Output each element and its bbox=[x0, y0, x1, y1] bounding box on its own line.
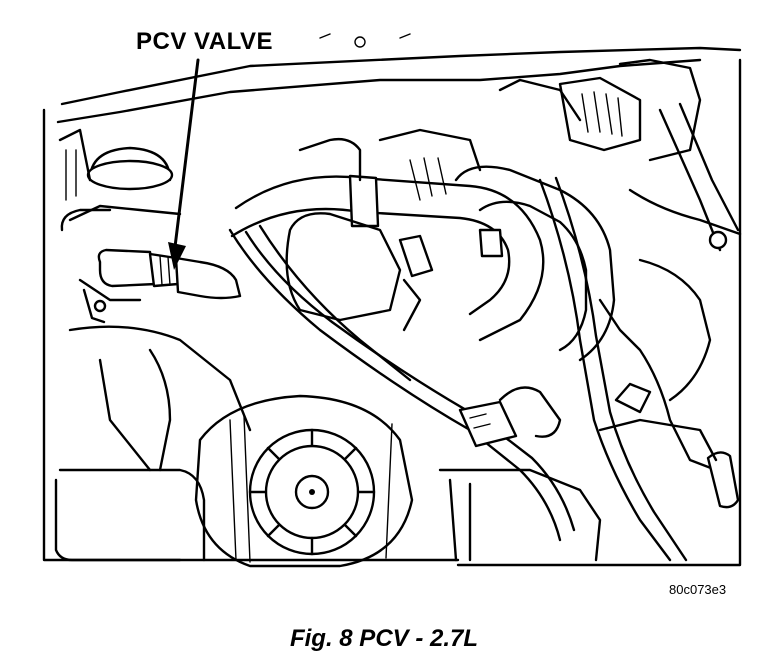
throttle-body bbox=[285, 128, 482, 322]
pcv-valve bbox=[78, 248, 242, 324]
wiring-harness bbox=[228, 176, 740, 562]
mounting-bracket bbox=[438, 382, 718, 562]
pcv-valve-callout-label: PCV VALVE bbox=[136, 28, 273, 55]
alternator-pulley bbox=[194, 394, 414, 568]
hood-panel bbox=[56, 33, 742, 124]
oil-filler-cap bbox=[58, 128, 182, 232]
upper-radiator-hose bbox=[454, 165, 742, 402]
image-reference-code: 80c073e3 bbox=[669, 582, 727, 597]
figure-caption: Fig. 8 PCV - 2.7L bbox=[289, 625, 479, 652]
engine-block-lower bbox=[54, 325, 252, 562]
wiring-connector-upper-right bbox=[498, 58, 740, 252]
breather-hose bbox=[230, 174, 545, 342]
electrical-connector bbox=[398, 234, 562, 448]
frame-right-edge bbox=[456, 58, 742, 567]
frame-left-edge bbox=[42, 108, 460, 562]
arrow-down-icon bbox=[168, 58, 200, 270]
